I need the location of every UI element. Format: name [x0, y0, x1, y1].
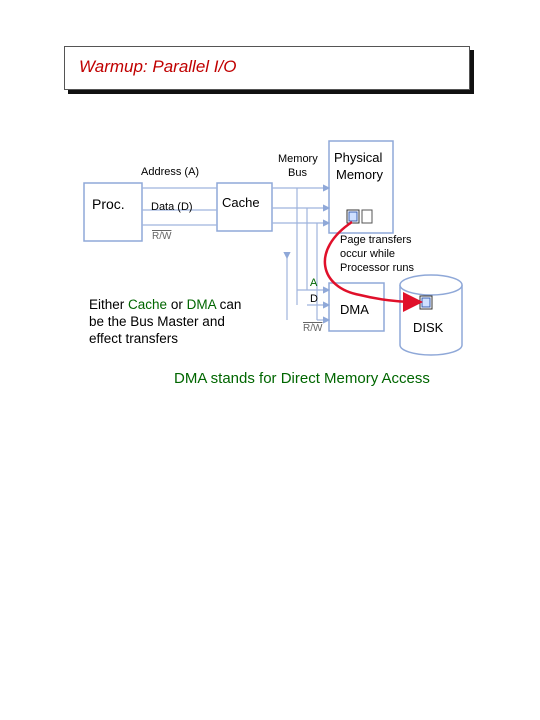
- proc-box: [83, 182, 143, 242]
- memory-bus-label-1: Memory: [278, 153, 318, 165]
- cache-label: Cache: [222, 195, 260, 210]
- rw-label-left: R/W: [152, 231, 172, 242]
- disk-cylinder: [399, 274, 463, 356]
- dma-label: DMA: [340, 302, 369, 317]
- dma-d-label: D: [310, 293, 318, 305]
- footer-note: DMA stands for Direct Memory Access: [174, 370, 430, 387]
- disk-label: DISK: [413, 320, 444, 335]
- dma-box: [328, 282, 385, 332]
- address-label: Address (A): [141, 166, 200, 178]
- physical-memory-label-1: Physical: [334, 150, 383, 165]
- rw-label-right: R/W: [303, 323, 323, 334]
- memory-page-icon: [346, 209, 373, 224]
- dma-a-label: A: [310, 277, 318, 289]
- page-transfer-arrow: [323, 220, 423, 312]
- physical-memory-label-2: Memory: [336, 167, 383, 182]
- disk-page-icon: [419, 295, 433, 310]
- bus-master-note: Either Cache or DMA can be the Bus Maste…: [89, 297, 242, 346]
- slide-title: Warmup: Parallel I/O: [79, 57, 237, 76]
- memory-bus-label-2: Bus: [288, 167, 307, 179]
- page-transfer-note-2: occur while: [340, 248, 396, 260]
- page-transfer-note-1: Page transfers: [340, 234, 412, 246]
- page-transfer-note-3: Processor runs: [340, 262, 414, 274]
- cache-box: [216, 182, 273, 232]
- title-box: Warmup: Parallel I/O: [64, 46, 470, 90]
- proc-label: Proc.: [92, 196, 125, 212]
- data-label: Data (D): [151, 201, 193, 213]
